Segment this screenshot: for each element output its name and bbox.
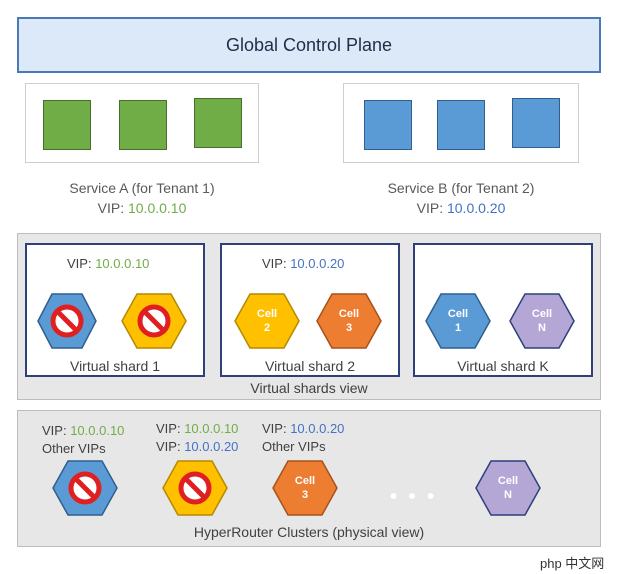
physical-col1-vip: VIP: 10.0.0.10 [42,423,124,438]
blocked-blue-cell [37,291,97,351]
watermark: php 中文网 [540,556,605,571]
service-a-caption: Service A (for Tenant 1) VIP: 10.0.0.10 [25,178,259,218]
global-control-plane: Global Control Plane [17,17,601,73]
physical-col3-other: Other VIPs [262,439,326,454]
physical-col2-vip-1: VIP: 10.0.0.10 [156,421,238,436]
physical-col2-vip-2-value: 10.0.0.20 [184,439,239,454]
virtual-shards-view-label: Virtual shards view [250,380,368,396]
service-b-instance [364,100,412,150]
service-b-box [343,83,579,163]
cell-3-cluster: Cell 3 [272,458,338,518]
blocked-yellow-cell [121,291,187,351]
blocked-blue-cluster [52,458,118,518]
service-b-vip-value: 10.0.0.20 [446,200,506,216]
service-a-label: Service A (for Tenant 1) [69,180,215,196]
ellipsis: • • • [390,486,438,508]
physical-col2-vip-1-value: 10.0.0.10 [184,421,239,436]
physical-col3-vip: VIP: 10.0.0.20 [262,421,344,436]
blocked-yellow-cluster [162,458,228,518]
service-a-vip-value: 10.0.0.10 [127,200,187,216]
cell-number: 2 [263,322,271,334]
cell-number: N [538,322,546,334]
service-b-instance [437,100,485,150]
service-b-instance [512,98,560,148]
vip-prefix: VIP: [42,423,71,438]
cell-number: 1 [454,322,462,334]
vip-prefix: VIP: [67,256,96,271]
physical-col3-vip-value: 10.0.0.20 [290,421,345,436]
service-a-instance [43,100,91,150]
shard-1-label: Virtual shard 1 [69,358,160,374]
vip-prefix: VIP: [262,421,291,436]
cell-2-hex: Cell 2 [234,291,300,351]
virtual-shard-k: Cell 1 Cell N Virtual shard K [413,243,593,377]
cell-number: N [504,489,512,501]
virtual-shard-1: VIP: 10.0.0.10 Virtual shard 1 [25,243,205,377]
service-a-instance [119,100,167,150]
hyperrouter-title: HyperRouter Clusters (physical view) [193,524,425,540]
global-control-plane-label: Global Control Plane [225,34,393,55]
vip-prefix: VIP: [156,421,185,436]
cell-n-cluster: Cell N [475,458,541,518]
vip-prefix: VIP: [97,200,128,216]
service-b-caption: Service B (for Tenant 2) VIP: 10.0.0.20 [343,178,579,218]
shard-k-label: Virtual shard K [457,358,549,374]
shard-2-vip-value: 10.0.0.20 [290,256,345,271]
vip-prefix: VIP: [262,256,291,271]
shard-2-vip: VIP: 10.0.0.20 [262,256,344,271]
cell-label: Cell [497,475,519,487]
cell-number: 3 [301,489,309,501]
shard-1-vip: VIP: 10.0.0.10 [67,256,149,271]
cell-number: 3 [345,322,353,334]
service-b-vip: VIP: 10.0.0.20 [343,198,579,218]
cell-label: Cell [531,308,553,320]
shard-2-label: Virtual shard 2 [264,358,355,374]
vip-prefix: VIP: [156,439,185,454]
service-b-label: Service B (for Tenant 2) [387,180,535,196]
cell-label: Cell [294,475,316,487]
physical-col2-vip-2: VIP: 10.0.0.20 [156,439,238,454]
virtual-shard-2: VIP: 10.0.0.20 Cell 2 Cell 3 Virtual sha… [220,243,400,377]
service-a-vip: VIP: 10.0.0.10 [25,198,259,218]
cell-label: Cell [447,308,469,320]
cell-1-hex: Cell 1 [425,291,491,351]
cell-3-hex: Cell 3 [316,291,382,351]
service-a-box [25,83,259,163]
cell-label: Cell [256,308,278,320]
cell-n-hex: Cell N [509,291,575,351]
physical-col1-other: Other VIPs [42,441,106,456]
vip-prefix: VIP: [416,200,447,216]
cell-label: Cell [338,308,360,320]
physical-col1-vip-value: 10.0.0.10 [70,423,125,438]
service-a-instance [194,98,242,148]
shard-1-vip-value: 10.0.0.10 [95,256,150,271]
